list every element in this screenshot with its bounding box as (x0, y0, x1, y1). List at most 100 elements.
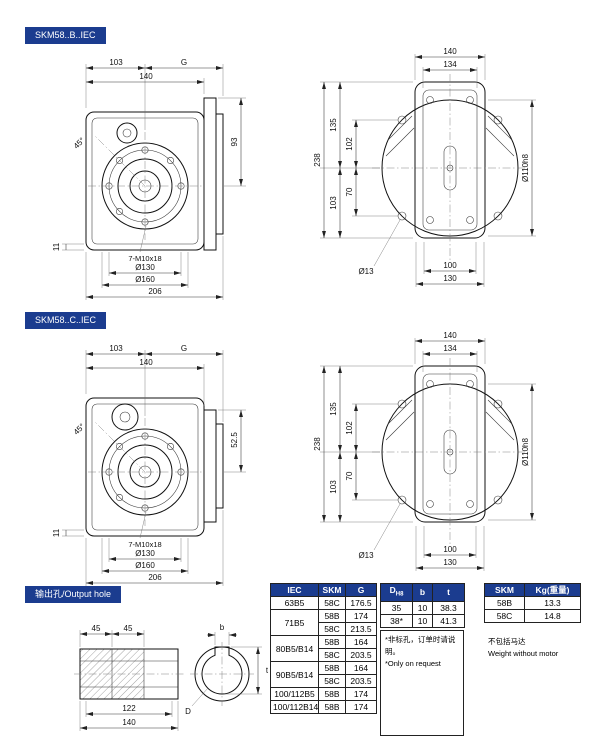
output-flange-side (203, 409, 224, 523)
table-row: 38* 10 41.3 (380, 613, 465, 628)
weight-note: 不包括马达 Weight without motor (484, 633, 580, 663)
dim-bore-d: D (185, 707, 191, 716)
cell-g: 213.5 (345, 622, 377, 636)
table-row: 90B5/B14 58B 164 (270, 661, 377, 688)
dim-206: 206 (148, 573, 162, 582)
section-label-skm58-c-iec: SKM58..C..IEC (25, 312, 107, 329)
dim-135: 135 (329, 402, 338, 416)
cell-kg: 14.8 (524, 609, 581, 623)
dim-11: 11 (52, 528, 61, 537)
header-g: G (345, 583, 377, 597)
dim-45deg: 45° (72, 136, 87, 151)
dim-70: 70 (345, 471, 354, 480)
cell-skm: 58C (318, 648, 346, 662)
note-line-cn: *非标孔，订单时请说明。 (385, 635, 456, 656)
dim-d160: Ø160 (135, 561, 155, 570)
cell-d: 38* (380, 613, 413, 628)
iec-adapter-table: IEC SKM G 63B5 58C 176.5 71B5 58B 174 58… (270, 583, 377, 714)
dim-d160: Ø160 (135, 275, 155, 284)
dim-102: 102 (345, 421, 354, 435)
cell-g: 203.5 (345, 648, 377, 662)
cell-d: 35 (380, 600, 413, 615)
dim-103: 103 (329, 480, 338, 494)
cell-iec: 90B5/B14 (270, 661, 319, 688)
table-row: 35 10 38.3 (380, 600, 465, 615)
dim-100: 100 (443, 545, 457, 554)
gearbox-housing (85, 397, 205, 537)
cell-skm: 58B (318, 661, 346, 675)
header-skm: SKM (484, 583, 525, 597)
header-t: t (432, 583, 465, 602)
dim-45deg: 45° (72, 422, 87, 437)
section-label-output-hole: 输出孔/Output hole (25, 586, 122, 603)
section-label-skm58-b-iec: SKM58..B..IEC (25, 27, 106, 44)
dim-140: 140 (139, 72, 153, 81)
dim-keyway-t: t (266, 666, 269, 675)
cell-t: 41.3 (432, 613, 465, 628)
dim-11: 11 (52, 242, 61, 251)
table-header-row: IEC SKM G (270, 583, 377, 597)
bore-cross-section (190, 642, 254, 706)
dim-d13: Ø13 (358, 267, 374, 276)
dim-140: 140 (443, 331, 457, 340)
dimensions: 103 G 140 93 45° 11 7-M10x18 Ø130 Ø160 (52, 58, 246, 300)
note-line-en: *Only on request (385, 659, 441, 668)
cell-g: 174 (345, 700, 377, 714)
cell-skm: 58B (318, 700, 346, 714)
cell-skm: 58C (318, 622, 346, 636)
dim-d110h8: Ø110h8 (521, 154, 530, 182)
header-kg: Kg(重量) (524, 583, 581, 597)
table-row: 80B5/B14 58B 164 (270, 635, 377, 662)
dimensions: 103 G 140 52.5 45° 11 7-M10x18 Ø130 Ø160 (52, 344, 246, 586)
cell-b: 10 (412, 613, 433, 628)
cell-iec: 71B5 (270, 609, 319, 636)
dim-bolt-spec: 7-M10x18 (128, 254, 161, 263)
cell-skm: 58B (318, 609, 346, 623)
dim-g: G (181, 58, 187, 67)
cell-g: 174 (345, 687, 377, 701)
dim-140: 140 (139, 358, 153, 367)
cell-skm: 58B (318, 635, 346, 649)
cell-g: 176.5 (345, 596, 377, 610)
dim-93: 93 (230, 137, 239, 146)
bore-keyway-table: DH8 b t 35 10 38.3 38* 10 41.3 (380, 583, 465, 628)
table-row: 100/112B5 58B 174 (270, 687, 377, 701)
drawing-skm58c-side-view: 103 G 140 52.5 45° 11 7-M10x18 Ø130 Ø160 (52, 344, 246, 586)
dimensions: 45 45 122 140 b t D (79, 623, 269, 731)
table-row: 58C 203.5 (271, 674, 377, 688)
drawing-skm58b-side-view: 103 G 140 93 45° 11 7-M10x18 Ø130 Ø160 (52, 58, 246, 300)
dim-103: 103 (109, 344, 123, 353)
cell-g: 174 (345, 609, 377, 623)
dim-122: 122 (122, 704, 136, 713)
dim-238: 238 (313, 153, 322, 167)
dim-140: 140 (122, 718, 136, 727)
cell-g: 164 (345, 661, 377, 675)
table-header-row: DH8 b t (380, 583, 465, 602)
cell-iec: 100/112B5 (270, 687, 319, 701)
dim-130: 130 (443, 274, 457, 283)
cell-skm: 58B (484, 596, 525, 610)
dim-d130: Ø130 (135, 263, 155, 272)
dim-134: 134 (443, 60, 457, 69)
drawing-skm58b-front-view: 140 134 238 135 103 102 70 Ø110h8 (313, 47, 536, 287)
dimensions: 140 134 238 135 103 102 70 Ø110h8 (313, 47, 536, 287)
dim-70: 70 (345, 187, 354, 196)
cell-t: 38.3 (432, 600, 465, 615)
dim-45a: 45 (92, 624, 101, 633)
table-row: 71B5 58B 174 (270, 609, 377, 636)
cell-g: 203.5 (345, 674, 377, 688)
gearbox-housing (85, 111, 205, 251)
note-line-en: Weight without motor (488, 649, 559, 658)
header-b: b (412, 583, 433, 602)
header-iec: IEC (270, 583, 319, 597)
dim-103: 103 (109, 58, 123, 67)
cell-skm: 58C (484, 609, 525, 623)
dim-d13: Ø13 (358, 551, 374, 560)
dim-d110h8: Ø110h8 (521, 438, 530, 466)
dim-135: 135 (329, 118, 338, 132)
cell-skm: 58B (318, 687, 346, 701)
dim-100: 100 (443, 261, 457, 270)
non-standard-bore-note: *非标孔，订单时请说明。 *Only on request (380, 630, 464, 736)
dim-140: 140 (443, 47, 457, 56)
